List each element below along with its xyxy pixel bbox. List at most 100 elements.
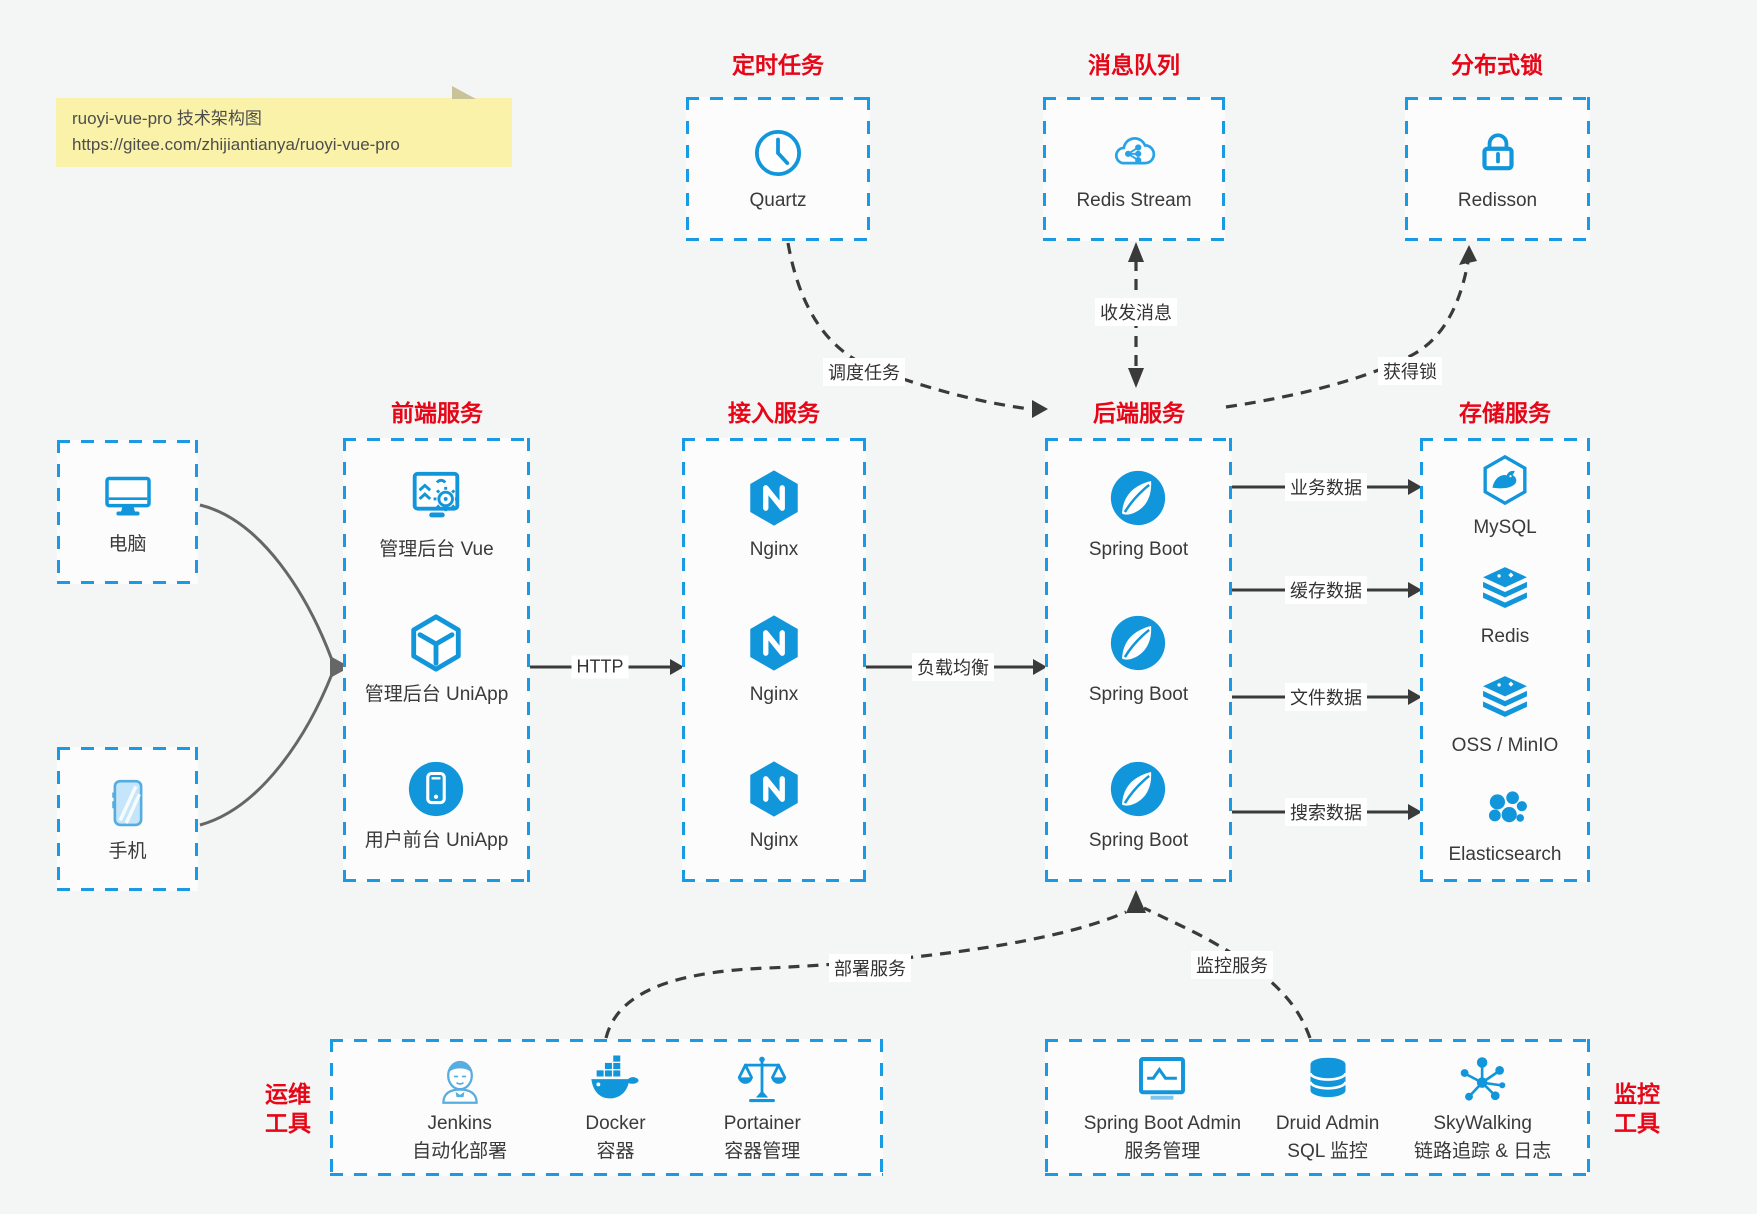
section-title-monitoring: 监控 工具	[1614, 1081, 1660, 1136]
node-springboot-2: Spring Boot	[1089, 587, 1188, 732]
node-desc: 容器管理	[724, 1140, 801, 1162]
phone-icon	[100, 775, 156, 831]
section-title-scheduler: 定时任务	[732, 52, 824, 78]
elasticsearch-icon	[1478, 780, 1532, 834]
note-fold-corner	[452, 86, 476, 99]
ops-tools-box: Jenkins 自动化部署 Docker 容器	[330, 1039, 883, 1176]
pc-box: 电脑	[57, 440, 198, 584]
edge-pc-to-frontend	[199, 503, 334, 661]
node-label: Spring Boot	[1088, 684, 1189, 706]
node-label: Spring Boot	[1088, 539, 1189, 561]
node-portainer: Portainer 容器管理	[724, 1052, 801, 1164]
backend-box: Spring Boot Spring Boot	[1045, 438, 1232, 882]
node-nginx-2: Nginx	[743, 587, 805, 732]
cloud-share-icon	[1106, 126, 1162, 180]
node-elasticsearch: Elasticsearch	[1449, 769, 1562, 878]
clock-icon	[751, 126, 805, 180]
node-pc: 电脑	[100, 444, 156, 580]
monitoring-tools-box: Spring Boot Admin 服务管理 Druid Admin SQL 监…	[1045, 1039, 1590, 1176]
node-desc: 容器	[596, 1140, 635, 1162]
edge-label-business-data: 业务数据	[1285, 473, 1367, 501]
desktop-icon	[100, 468, 156, 524]
node-label: 手机	[108, 840, 147, 862]
node-label: OSS / MinIO	[1451, 735, 1559, 756]
section-title-mq: 消息队列	[1088, 52, 1180, 78]
node-skywalking: SkyWalking 链路追踪 & 日志	[1414, 1052, 1551, 1164]
node-label: Elasticsearch	[1448, 844, 1562, 865]
jenkins-icon	[432, 1052, 488, 1108]
section-title-backend: 后端服务	[1093, 400, 1185, 426]
node-quartz: Quartz	[749, 101, 807, 237]
storage-box: MySQL Redis	[1420, 438, 1590, 882]
node-admin-vue: 管理后台 Vue	[379, 442, 494, 587]
node-admin-uniapp: 管理后台 UniApp	[364, 587, 509, 732]
note-title: ruoyi-vue-pro 技术架构图	[72, 109, 262, 128]
edge-label-http: HTTP	[571, 655, 629, 679]
monitor-pulse-icon	[1134, 1052, 1190, 1108]
node-desc: 链路追踪 & 日志	[1414, 1140, 1552, 1162]
node-redis: Redis	[1478, 551, 1532, 660]
node-label: Spring Boot Admin	[1083, 1112, 1242, 1134]
node-redisson: Redisson	[1458, 101, 1537, 237]
uniapp-cube-icon	[405, 612, 467, 674]
spring-boot-icon	[1107, 467, 1169, 529]
stack-icon	[1478, 671, 1532, 725]
node-user-uniapp: 用户前台 UniApp	[365, 733, 508, 878]
node-label: SkyWalking	[1433, 1112, 1532, 1134]
nginx-icon	[743, 612, 805, 674]
database-icon	[1300, 1052, 1356, 1108]
gateway-box: Nginx Nginx Nginx	[682, 438, 866, 882]
edge-label-file-data: 文件数据	[1285, 683, 1367, 711]
note-url: https://gitee.com/zhijiantianya/ruoyi-vu…	[72, 135, 400, 154]
node-label: Docker	[585, 1112, 646, 1134]
node-jenkins: Jenkins 自动化部署	[412, 1052, 507, 1164]
node-desc: 自动化部署	[412, 1140, 508, 1162]
node-springboot-1: Spring Boot	[1089, 442, 1188, 587]
node-springboot-3: Spring Boot	[1089, 733, 1188, 878]
nginx-icon	[743, 758, 805, 820]
edge-label-monitor: 监控服务	[1191, 951, 1273, 979]
node-label: 管理后台 Vue	[379, 539, 494, 561]
node-oss-minio: OSS / MinIO	[1451, 660, 1559, 769]
section-title-gateway: 接入服务	[728, 400, 820, 426]
node-label: Druid Admin	[1275, 1112, 1380, 1134]
redisson-box: Redisson	[1405, 97, 1590, 241]
node-nginx-1: Nginx	[743, 442, 805, 587]
redis-stream-box: Redis Stream	[1043, 97, 1225, 241]
frontend-box: 管理后台 Vue 管理后台 UniApp	[343, 438, 530, 882]
edge-label-schedule: 调度任务	[823, 358, 905, 386]
node-label: 电脑	[108, 533, 147, 555]
topology-icon	[1455, 1052, 1511, 1108]
node-nginx-3: Nginx	[743, 733, 805, 878]
node-desc: SQL 监控	[1287, 1140, 1368, 1162]
admin-screen-gear-icon	[405, 467, 467, 529]
edge-label-search-data: 搜索数据	[1285, 798, 1367, 826]
node-label: Redisson	[1457, 189, 1538, 211]
mysql-icon	[1478, 453, 1532, 507]
node-label: 管理后台 UniApp	[364, 684, 509, 706]
node-redis-stream: Redis Stream	[1076, 101, 1192, 237]
spring-boot-icon	[1107, 612, 1169, 674]
node-docker: Docker 容器	[585, 1052, 646, 1164]
node-label: MySQL	[1473, 517, 1537, 538]
node-desc: 服务管理	[1124, 1140, 1201, 1162]
node-label: Spring Boot	[1088, 829, 1189, 851]
sticky-note: ruoyi-vue-pro 技术架构图 https://gitee.com/zh…	[56, 86, 512, 167]
mobile-app-circle-icon	[405, 758, 467, 820]
node-mysql: MySQL	[1473, 442, 1537, 551]
docker-icon	[587, 1052, 643, 1108]
node-label: Jenkins	[427, 1112, 492, 1134]
node-druid-admin: Druid Admin SQL 监控	[1275, 1052, 1380, 1164]
edge-label-load-balance: 负载均衡	[912, 653, 994, 681]
edge-acquire-lock	[1225, 261, 1470, 409]
edge-label-message: 收发消息	[1095, 298, 1177, 326]
section-title-lock: 分布式锁	[1451, 52, 1543, 78]
node-label: Quartz	[749, 189, 807, 211]
section-title-ops: 运维 工具	[265, 1081, 311, 1136]
node-label: Nginx	[749, 684, 799, 706]
edge-mobile-to-frontend	[199, 673, 334, 827]
edge-label-acquire-lock: 获得锁	[1378, 357, 1442, 385]
stack-icon	[1478, 562, 1532, 616]
node-label: Nginx	[749, 539, 799, 561]
